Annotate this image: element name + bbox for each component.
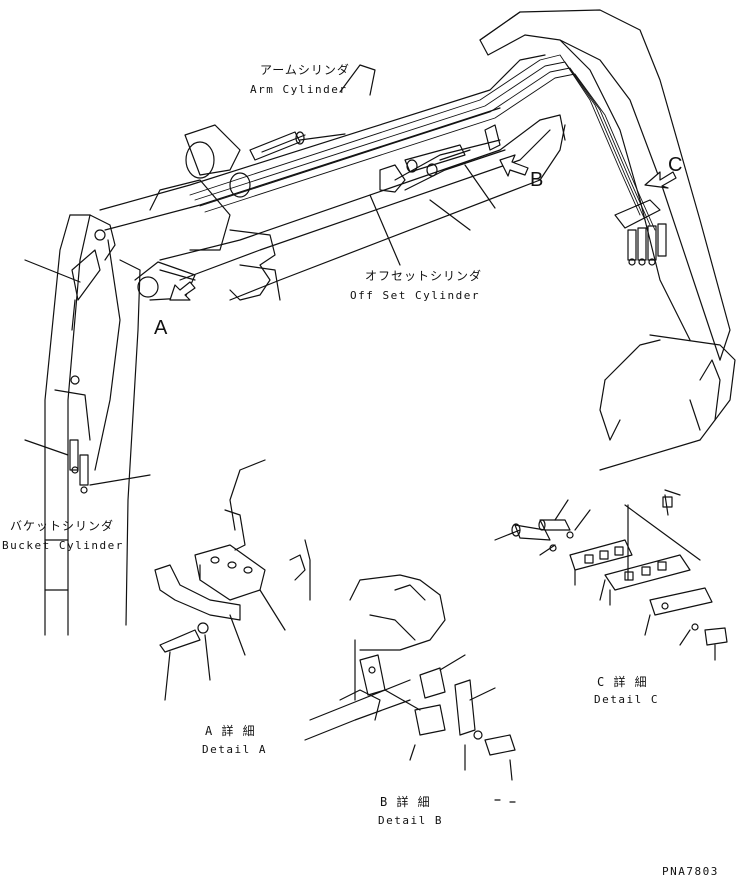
detail-c-label-en: Detail C bbox=[594, 693, 659, 706]
detail-c-label-jp: C 詳 細 bbox=[597, 675, 648, 689]
detail-b-assembly bbox=[304, 574, 516, 803]
arm-cylinder-fitting bbox=[249, 131, 306, 161]
detail-c-fittings bbox=[614, 199, 667, 266]
arm-structure bbox=[99, 54, 566, 301]
arrow-b bbox=[499, 154, 529, 177]
marker-a: A bbox=[154, 317, 168, 339]
detail-a-label-en: Detail A bbox=[202, 743, 267, 756]
bucket-cylinder-structure bbox=[44, 214, 141, 636]
arm-cylinder-label-jp: アームシリンダ bbox=[260, 63, 350, 77]
detail-a-assembly bbox=[154, 459, 311, 701]
drawing-code: PNA7803 bbox=[662, 865, 719, 878]
arrow-a bbox=[169, 281, 196, 301]
hose-lines bbox=[189, 54, 656, 231]
arrow-c bbox=[644, 171, 677, 189]
offset-cylinder-label-jp: オフセットシリンダ bbox=[365, 269, 483, 283]
detail-b-label-en: Detail B bbox=[378, 814, 443, 827]
bucket-cylinder-label-jp: バケットシリンダ bbox=[10, 519, 115, 533]
arm-cylinder-label-en: Arm Cylinder bbox=[250, 83, 348, 96]
marker-b: B bbox=[530, 169, 544, 191]
boom-structure bbox=[479, 9, 736, 471]
offset-cylinder-label-en: Off Set Cylinder bbox=[350, 289, 480, 302]
detail-a-label-jp: A 詳 細 bbox=[205, 724, 256, 738]
leader-lines bbox=[24, 64, 496, 486]
detail-b-label-jp: B 詳 細 bbox=[380, 795, 431, 809]
marker-c: C bbox=[668, 154, 683, 176]
offset-cylinder-fittings bbox=[404, 144, 471, 177]
detail-c-assembly bbox=[494, 489, 728, 661]
bucket-cylinder-label-en: Bucket Cylinder bbox=[2, 539, 124, 552]
